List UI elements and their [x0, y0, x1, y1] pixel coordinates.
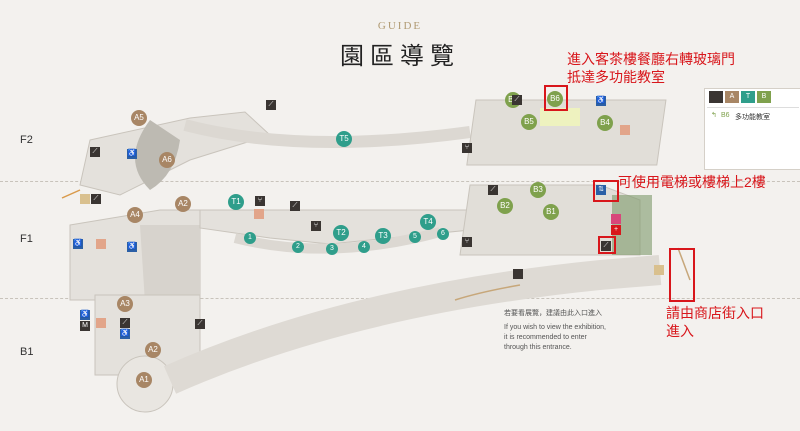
legend-tab-a[interactable]: A: [725, 91, 739, 103]
entrance-note-zh: 若要看展覽，建議由此入口進入: [504, 310, 602, 317]
grid-icon[interactable]: [709, 91, 723, 103]
stairs-icon: ⟋: [91, 194, 101, 204]
b1-path: [163, 255, 662, 394]
map-pin-b6[interactable]: B6: [547, 91, 563, 107]
shop-entrance-line-1: 請由商店街入口: [666, 305, 764, 321]
restroom-icon: M: [80, 321, 90, 331]
entrance-note: 若要看展覽，建議由此入口進入 If you wish to view the e…: [504, 309, 606, 353]
restroom-icon: [96, 318, 106, 328]
map-stop-3[interactable]: 3: [326, 243, 338, 255]
page-title: 園區導覽: [340, 42, 460, 70]
flow-arrow: [677, 247, 691, 281]
wheelchair-icon: ♿: [596, 96, 606, 106]
first-aid-icon: +: [611, 225, 621, 235]
map-pin-b2[interactable]: B2: [497, 198, 513, 214]
wheelchair-icon: ♿: [120, 329, 130, 339]
map-pin-a5[interactable]: A5: [131, 110, 147, 126]
floor-label-b1: B1: [20, 346, 34, 358]
stairs-icon: ⟋: [266, 100, 276, 110]
entrance-note-en-1: If you wish to view the exhibition,: [504, 324, 606, 331]
map-stop-4[interactable]: 4: [358, 241, 370, 253]
glass-door-line-2: 抵達多功能教室: [567, 69, 665, 85]
legend-tab-b[interactable]: B: [757, 91, 771, 103]
b6-highlight-box: [544, 85, 568, 111]
legend-panel: A T B ↰ B6 多功能教室: [704, 88, 800, 170]
stairs-icon: ⟋: [512, 95, 522, 105]
legend-item-code[interactable]: B6: [721, 112, 730, 119]
map-pin-t1[interactable]: T1: [228, 194, 244, 210]
info-icon: [80, 194, 90, 204]
entrance-note-en-2: it is recommended to enter: [504, 334, 587, 341]
wheelchair-icon: ♿: [73, 239, 83, 249]
entrance-note-en-3: through this entrance.: [504, 344, 572, 351]
stairs-highlight-box: [598, 236, 616, 254]
wheelchair-icon: ♿: [127, 149, 137, 159]
shop-entrance-annotation: 請由商店街入口 進入: [666, 304, 764, 340]
shop-entrance-highlight-box: [669, 248, 695, 302]
restroom-icon: [96, 239, 106, 249]
stairs-icon: ⟋: [90, 147, 100, 157]
flow-arrow: [454, 284, 521, 301]
f2-garden: [135, 120, 180, 190]
legend-item-label[interactable]: 多功能教室: [735, 114, 770, 121]
map-pin-b3[interactable]: B3: [530, 182, 546, 198]
ticket-icon: [513, 269, 523, 279]
info-icon: [654, 265, 664, 275]
glass-door-annotation: 進入客茶樓餐廳右轉玻璃門 抵達多功能教室: [567, 50, 735, 86]
map-stop-1[interactable]: 1: [244, 232, 256, 244]
map-pin-t4[interactable]: T4: [420, 214, 436, 230]
restroom-icon: [620, 125, 630, 135]
map-pin-a4[interactable]: A4: [127, 207, 143, 223]
stairs-icon: ⟋: [488, 185, 498, 195]
restaurant-icon: ⑂: [462, 143, 472, 153]
map-pin-t5[interactable]: T5: [336, 131, 352, 147]
wheelchair-icon: ♿: [80, 310, 90, 320]
stairs-icon: ⟋: [290, 201, 300, 211]
map-pin-t3[interactable]: T3: [375, 228, 391, 244]
glass-door-line-1: 進入客茶樓餐廳右轉玻璃門: [567, 51, 735, 67]
map-pin-b4[interactable]: B4: [597, 115, 613, 131]
map-stop-2[interactable]: 2: [292, 241, 304, 253]
nursing-room-icon: [611, 214, 621, 224]
elevator-icon: ⇅: [596, 185, 606, 195]
elevator-annotation: 可使用電梯或樓梯上2樓: [618, 174, 766, 190]
flow-arrow: [61, 189, 81, 199]
map-pin-a2-b1[interactable]: A2: [145, 342, 161, 358]
restaurant-icon: ⑂: [255, 196, 265, 206]
restaurant-icon: ⑂: [311, 221, 321, 231]
map-stop-5[interactable]: 5: [409, 231, 421, 243]
elevator-highlight-box: [593, 180, 619, 202]
stairs-icon: ⟋: [601, 241, 611, 251]
map-pin-a2[interactable]: A2: [175, 196, 191, 212]
legend-divider: [707, 107, 799, 108]
map-stop-6[interactable]: 6: [437, 228, 449, 240]
map-pin-b1[interactable]: B1: [543, 204, 559, 220]
map-pin-t2[interactable]: T2: [333, 225, 349, 241]
legend-tab-t[interactable]: T: [741, 91, 755, 103]
guide-label: GUIDE: [377, 20, 423, 32]
map-pin-a3[interactable]: A3: [117, 296, 133, 312]
shop-entrance-line-2: 進入: [666, 323, 694, 339]
stairs-icon: ⟋: [195, 319, 205, 329]
wheelchair-icon: ♿: [127, 242, 137, 252]
map-pin-b5[interactable]: B5: [521, 114, 537, 130]
floor-label-f2: F2: [20, 134, 33, 146]
restaurant-icon: ⑂: [462, 237, 472, 247]
floor-divider: [0, 181, 800, 182]
stairs-icon: ⟋: [120, 318, 130, 328]
map-pin-a6[interactable]: A6: [159, 152, 175, 168]
return-arrow-icon[interactable]: ↰: [711, 112, 717, 119]
b6-room: [540, 108, 580, 126]
floor-label-f1: F1: [20, 233, 33, 245]
restroom-icon: [254, 209, 264, 219]
f2-bridge: [183, 119, 471, 148]
map-pin-a1[interactable]: A1: [136, 372, 152, 388]
